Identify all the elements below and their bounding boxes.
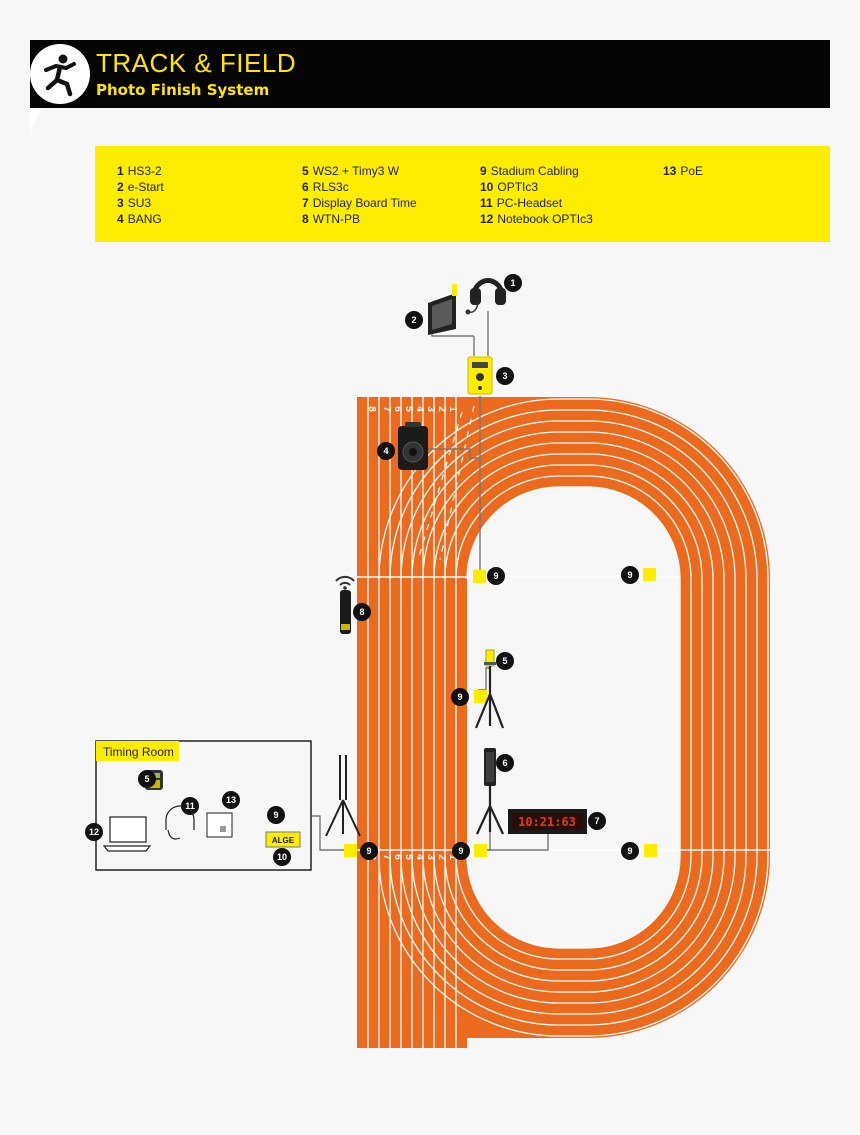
lane-number: 6 (392, 854, 403, 860)
callout-number: 8 (359, 607, 364, 617)
lane-number: 4 (414, 406, 425, 412)
header-banner: TRACK & FIELD Photo Finish System (30, 40, 830, 108)
ws2-sensor-icon (484, 649, 496, 667)
notebook-icon (102, 816, 152, 852)
display-board-icon: 10:21:63 (508, 809, 587, 834)
su3-device-icon (467, 356, 493, 395)
tripod-icon (325, 755, 361, 837)
page-title: TRACK & FIELD (96, 48, 297, 78)
opticam-icon: ALGE (265, 831, 301, 848)
lane-number: 7 (381, 406, 392, 412)
bang-speaker-icon (398, 422, 428, 470)
callout-number: 6 (502, 758, 507, 768)
lane-numbers-top: 8 7 6 5 4 3 2 1 (366, 406, 458, 412)
page-subtitle: Photo Finish System (96, 81, 270, 99)
callout-number: 3 (502, 371, 507, 381)
lane-number: 5 (403, 406, 414, 412)
callout-number: 9 (493, 571, 498, 581)
wifi-icon (335, 575, 355, 590)
rls3c-device-icon (484, 748, 496, 786)
lane-lines (367, 397, 769, 1048)
pc-headset-icon (165, 805, 195, 840)
callout-number: 7 (594, 816, 599, 826)
runner-logo-icon (30, 44, 90, 104)
callout-number: 9 (457, 692, 462, 702)
callout-number: 9 (627, 846, 632, 856)
callout-number: 13 (226, 795, 236, 805)
callout-number: 1 (510, 278, 515, 288)
callout-number: 2 (411, 315, 416, 325)
callouts: 1 2 3 4 5 5 6 7 8 9 9 9 9 9 9 9 10 11 12… (85, 274, 639, 866)
cabling-box (473, 570, 486, 583)
callout-number: 12 (89, 827, 99, 837)
timing-room-label: Timing Room (103, 745, 174, 759)
callout-number: 5 (144, 774, 149, 784)
lane-number: 2 (436, 854, 447, 860)
lane-number: 7 (381, 854, 392, 860)
opticam-brand: ALGE (272, 836, 295, 845)
tripod-icon (474, 666, 505, 729)
lane-number: 1 (447, 854, 458, 860)
lane-number: 3 (425, 854, 436, 860)
callout-number: 10 (277, 852, 287, 862)
tripod-icon (476, 786, 504, 835)
lane-number: 8 (366, 406, 377, 412)
callout-number: 4 (383, 446, 388, 456)
lane-number: 1 (447, 406, 458, 412)
display-board-time: 10:21:63 (518, 815, 576, 829)
callout-number: 9 (458, 846, 463, 856)
poe-box-icon (206, 812, 233, 838)
headset-icon (465, 278, 506, 315)
callout-number: 9 (273, 810, 278, 820)
stagger-dashes (417, 405, 475, 561)
cabling-box (643, 568, 656, 581)
lane-number: 2 (436, 406, 447, 412)
lane-number: 4 (414, 854, 425, 860)
lane-number: 6 (392, 406, 403, 412)
cabling-box (474, 844, 487, 857)
e-start-device-icon (428, 284, 457, 335)
timing-room-label-bg (96, 741, 179, 761)
callout-number: 5 (502, 656, 507, 666)
header-notch (30, 108, 42, 132)
cabling-box (344, 844, 357, 857)
callout-number: 11 (185, 801, 195, 811)
lane-number: 5 (403, 854, 414, 860)
callout-number: 9 (627, 570, 632, 580)
wtn-pb-device-icon (340, 590, 351, 634)
cabling-box (474, 690, 487, 703)
lane-number: 3 (425, 406, 436, 412)
cabling-box (644, 844, 657, 857)
callout-number: 9 (366, 846, 371, 856)
